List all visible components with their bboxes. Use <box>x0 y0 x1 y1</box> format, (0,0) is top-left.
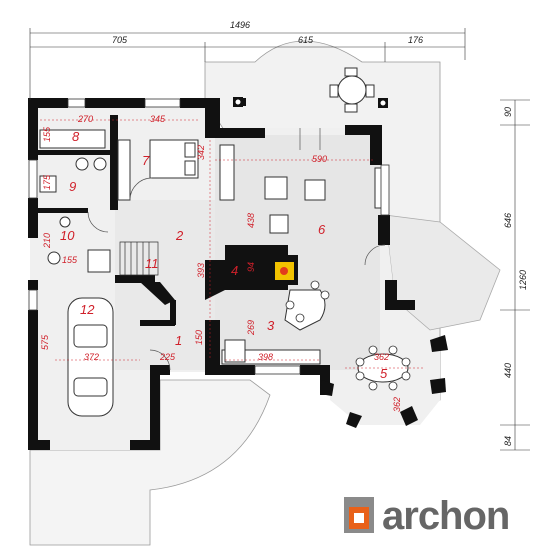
shower <box>39 175 57 193</box>
room-dim-342: 342 <box>196 145 206 160</box>
room-dim-94: 94 <box>246 262 256 272</box>
armchair-1 <box>264 176 288 200</box>
room-dim-210: 210 <box>42 233 52 249</box>
hall-floor <box>115 200 215 370</box>
room-dim-590: 590 <box>312 154 327 164</box>
room-dim-362b: 362 <box>392 397 402 412</box>
room-dim-155b: 155 <box>62 255 78 265</box>
room-12: 12 <box>80 302 95 317</box>
stove <box>224 339 246 363</box>
room-2: 2 <box>175 228 184 243</box>
boiler <box>87 249 111 273</box>
sofa <box>219 144 235 201</box>
room-dim-225: 225 <box>159 352 176 362</box>
walls <box>28 98 448 450</box>
room-4: 4 <box>231 263 238 278</box>
room-dim-345: 345 <box>150 114 166 124</box>
room-dim-398: 398 <box>258 352 273 362</box>
sink-2 <box>93 157 107 171</box>
door-swings <box>87 128 386 371</box>
room-dim-150: 150 <box>194 330 204 345</box>
kitchen-island <box>284 289 326 331</box>
room-5: 5 <box>380 366 388 381</box>
front-terrace <box>29 379 271 546</box>
room-dim-372: 372 <box>84 352 99 362</box>
dim-top-c: 176 <box>408 35 423 45</box>
room-dim-393: 393 <box>196 263 206 278</box>
dim-right-84: 84 <box>503 436 513 446</box>
room-10: 10 <box>60 228 75 243</box>
fireplace-flame <box>280 267 288 275</box>
column-1-core <box>235 99 241 105</box>
dim-right-646: 646 <box>503 213 513 228</box>
room-dim-269: 269 <box>246 320 256 336</box>
dim-right-90: 90 <box>503 107 513 117</box>
room-11: 11 <box>145 256 159 271</box>
dim-right-1260: 1260 <box>518 270 528 290</box>
room-dim-270: 270 <box>77 114 93 124</box>
staircase <box>119 241 159 276</box>
dim-top-b: 615 <box>298 35 314 45</box>
washbasin <box>47 251 61 265</box>
room-9: 9 <box>69 179 76 194</box>
room-dim-575: 575 <box>40 334 50 350</box>
room-dimension-lines <box>40 119 425 369</box>
windows <box>28 98 390 375</box>
dim-top-a: 705 <box>112 35 128 45</box>
car <box>67 297 114 417</box>
armchair-3 <box>269 214 289 234</box>
toilet <box>59 216 71 228</box>
archon-logo-text: archon <box>382 494 510 538</box>
room-8: 8 <box>72 129 80 144</box>
room-dim-155a: 155 <box>42 126 52 142</box>
room-1: 1 <box>175 333 182 348</box>
room-3: 3 <box>267 318 275 333</box>
terrace-table <box>337 75 367 105</box>
column-2-core <box>380 100 386 106</box>
armchair-2 <box>304 179 326 201</box>
room-dim-175: 175 <box>42 174 52 190</box>
room-7: 7 <box>142 153 150 168</box>
bathtub <box>39 129 106 149</box>
room-6: 6 <box>318 222 326 237</box>
dim-right-440: 440 <box>503 363 513 378</box>
room-dim-438: 438 <box>246 213 256 228</box>
kitchen-counter <box>221 349 321 365</box>
sink-1 <box>75 157 89 171</box>
room-dim-362a: 362 <box>374 352 389 362</box>
archon-logo-mark <box>344 497 374 533</box>
dim-top-total: 1496 <box>230 20 250 30</box>
dimension-lines <box>29 28 530 451</box>
